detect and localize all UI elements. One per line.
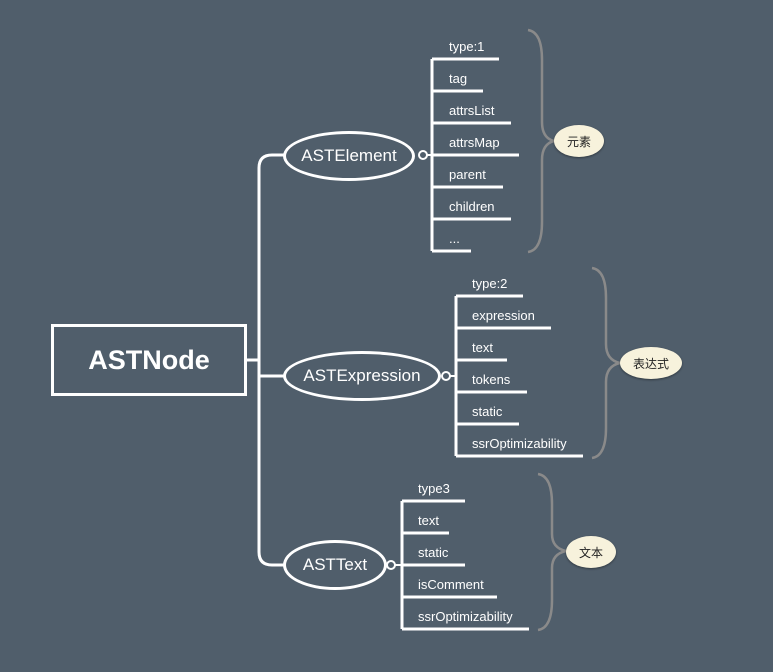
branch-node-label: ASTText xyxy=(302,555,368,574)
branch-node-label: ASTExpression xyxy=(303,366,421,385)
root-node-label: ASTNode xyxy=(88,344,210,375)
annotation-label: 表达式 xyxy=(632,356,669,371)
leaf-field[interactable]: ssrOptimizability xyxy=(472,436,567,451)
annotation-label: 元素 xyxy=(566,134,591,149)
leaf-field[interactable]: static xyxy=(472,404,503,419)
leaf-field[interactable]: type:2 xyxy=(472,276,508,291)
leaf-field[interactable]: tag xyxy=(449,71,468,86)
annotation-bubble[interactable]: 表达式 xyxy=(620,347,682,379)
leaf-field[interactable]: type3 xyxy=(418,481,450,496)
leaf-field[interactable]: parent xyxy=(449,167,486,182)
leaf-field[interactable]: text xyxy=(418,513,439,528)
leaf-field[interactable]: attrsList xyxy=(449,103,495,118)
leaf-field[interactable]: ... xyxy=(449,231,460,246)
annotation-label: 文本 xyxy=(578,545,603,560)
branch-node-ast-text[interactable]: ASTText xyxy=(283,540,387,590)
leaf-field[interactable]: static xyxy=(418,545,449,560)
annotation-bubble[interactable]: 元素 xyxy=(554,125,604,157)
leaf-field[interactable]: ssrOptimizability xyxy=(418,609,513,624)
leaf-field[interactable]: isComment xyxy=(418,577,484,592)
leaf-field[interactable]: tokens xyxy=(472,372,511,387)
leaf-field[interactable]: type:1 xyxy=(449,39,485,54)
leaf-field[interactable]: expression xyxy=(472,308,535,323)
branch-node-ast-element[interactable]: ASTElement xyxy=(283,131,415,181)
root-node[interactable]: ASTNode xyxy=(51,324,247,396)
leaf-field[interactable]: children xyxy=(449,199,495,214)
leaf-field[interactable]: attrsMap xyxy=(449,135,500,150)
leaf-field[interactable]: text xyxy=(472,340,493,355)
branch-node-ast-expression[interactable]: ASTExpression xyxy=(283,351,441,401)
annotation-bubble[interactable]: 文本 xyxy=(566,536,616,568)
branch-node-label: ASTElement xyxy=(301,146,397,165)
